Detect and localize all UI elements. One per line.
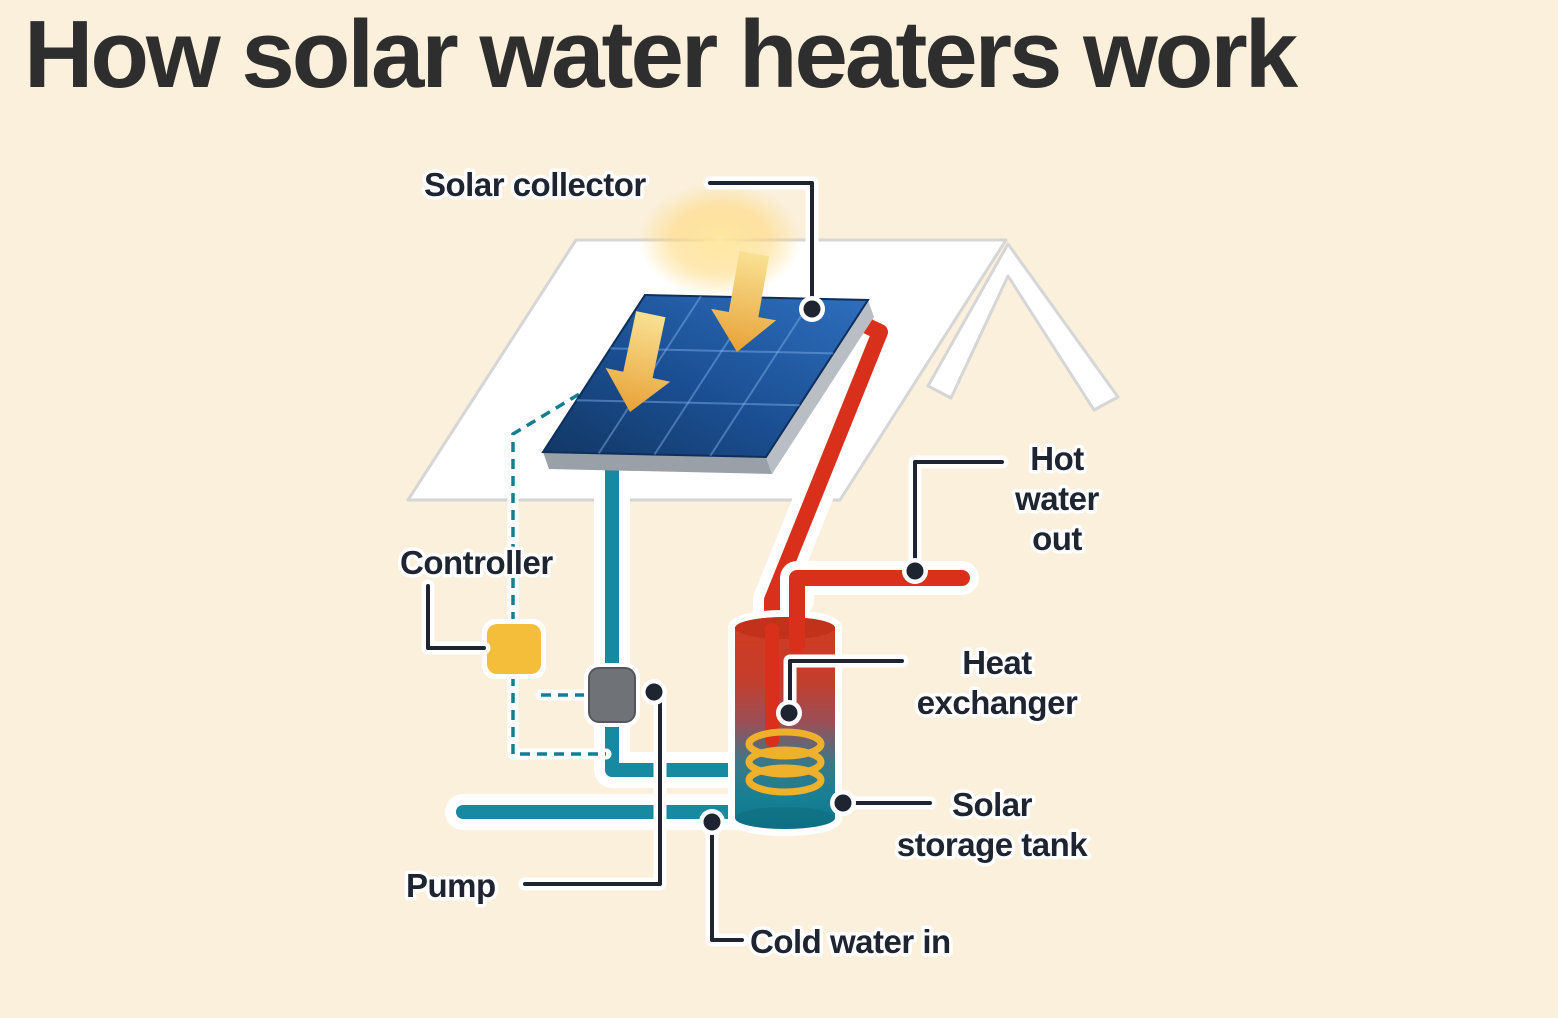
label-pointers: [421, 176, 1009, 947]
label-dot: [703, 813, 721, 831]
label-line: [708, 181, 814, 308]
sun-arrow-icon: [605, 311, 671, 412]
label-heat-exchanger-line1: Heat: [962, 644, 1032, 681]
cold-loop-pipe: [605, 445, 744, 777]
label-solar-collector: Solar collector: [424, 166, 646, 203]
label-line: [523, 695, 662, 886]
roof-gable-edge: [926, 242, 1120, 412]
label-hot-water-out-line3: out: [1032, 520, 1082, 557]
label-line: [426, 584, 486, 650]
panel-edge-bottom: [543, 452, 772, 474]
label-hot-water-out-line1: Hot: [1030, 440, 1084, 477]
labels: Solar collector Hot water out Controller…: [397, 163, 1104, 964]
controller-box: [482, 619, 546, 679]
label-dot: [834, 794, 852, 812]
sunlight-glow: [638, 182, 802, 298]
label-pump: Pump: [406, 867, 496, 904]
label-line: [788, 659, 904, 710]
heat-exchanger-coil: [745, 728, 825, 796]
label-line-halo: [421, 579, 491, 655]
label-hot-water-out-line2: water: [1014, 480, 1099, 517]
sun-arrows: [605, 250, 777, 412]
pump-body: [588, 667, 636, 723]
page-title: How solar water heaters work: [24, 1, 1298, 108]
label-controller: Controller: [400, 544, 553, 581]
controller-body: [487, 624, 541, 674]
label-dot: [906, 562, 924, 580]
panel-face: [541, 293, 870, 459]
wire-to-pipe: [511, 676, 606, 756]
label-solar-storage-tank-line1: Solar: [952, 786, 1033, 823]
tank-bottom-rim: [735, 807, 835, 829]
tank-top-lid: [735, 617, 835, 639]
label-solar-storage-tank-line2: storage tank: [897, 826, 1088, 863]
sun-arrow-icon: [711, 250, 777, 352]
controller-wires: [511, 388, 606, 756]
label-dot: [780, 704, 798, 722]
label-line: [913, 460, 1004, 568]
label-dot: [803, 300, 821, 318]
panel-edge-right: [766, 300, 874, 474]
label-cold-water-in: Cold water in: [750, 923, 951, 960]
pump-box: [584, 663, 640, 727]
label-line: [710, 824, 744, 942]
label-heat-exchanger-line2: exchanger: [917, 684, 1078, 721]
label-dot: [645, 683, 663, 701]
label-line-halo: [705, 819, 749, 947]
label-line-halo: [908, 455, 1009, 573]
wire-to-collector: [511, 388, 587, 622]
